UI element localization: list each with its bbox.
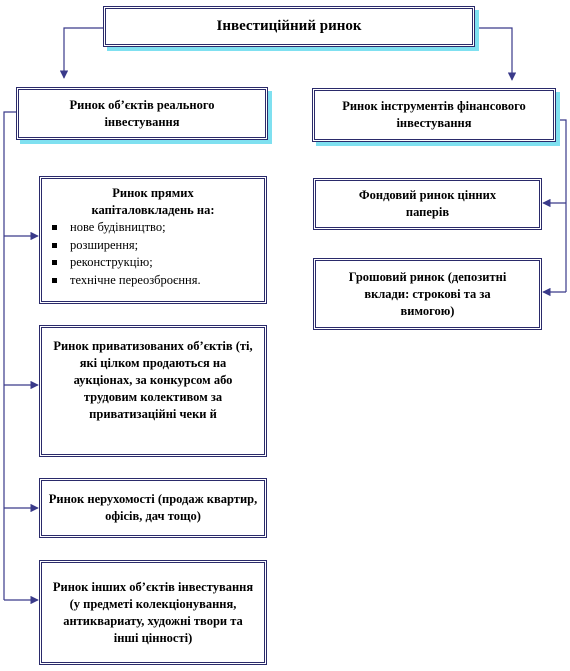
real-estate-label: Ринок нерухомості (продаж квартир, офісі…	[48, 492, 258, 523]
list-item: технічне переозброєння.	[48, 272, 258, 290]
other-objects-box: Ринок інших об’єктів інвестування (у пре…	[39, 560, 267, 665]
connector-title-financial	[475, 27, 517, 81]
money-market-label: Грошовий ринок (депозитні вклади: строко…	[348, 269, 507, 318]
direct-capital-box: Ринок прямих капіталовкладень на: нове б…	[39, 176, 267, 304]
connector-title-real	[59, 27, 106, 79]
list-item: реконструкцію;	[48, 254, 258, 272]
real-estate-box: Ринок нерухомості (продаж квартир, офісі…	[39, 478, 267, 538]
connector-financial-trunk	[556, 119, 567, 292]
bullet-icon	[52, 277, 57, 283]
bullet-icon	[52, 242, 57, 248]
title-label: Інвестиційний ринок	[216, 18, 362, 34]
financial-investment-box: Ринок інструментів фінансового інвестува…	[312, 88, 556, 142]
other-objects-label: Ринок інших об’єктів інвестування (у пре…	[52, 579, 254, 645]
connector-real-trunk	[3, 111, 16, 600]
money-market-box: Грошовий ринок (депозитні вклади: строко…	[313, 258, 542, 330]
direct-capital-list: нове будівництво; розширення; реконструк…	[48, 219, 258, 289]
direct-capital-title-1: Ринок прямих	[112, 186, 194, 200]
direct-capital-content: Ринок прямих капіталовкладень на: нове б…	[42, 179, 264, 301]
real-investment-box: Ринок об’єктів реального інвестування	[16, 87, 268, 140]
bullet-icon	[52, 260, 57, 265]
title-box: Інвестиційний ринок	[103, 6, 475, 47]
bullet-icon	[52, 225, 57, 230]
list-item: розширення;	[48, 237, 258, 255]
real-investment-label: Ринок об’єктів реального інвестування	[69, 97, 215, 129]
financial-investment-label: Ринок інструментів фінансового інвестува…	[342, 99, 526, 130]
direct-capital-title-2: капіталовкладень на:	[91, 203, 215, 217]
stock-market-box: Фондовий ринок цінних паперів	[313, 178, 542, 230]
stock-market-label: Фондовий ринок цінних паперів	[358, 188, 497, 219]
privatized-objects-box: Ринок приватизованих об’єктів (ті, які ц…	[39, 325, 267, 457]
privatized-objects-label: Ринок приватизованих об’єктів (ті, які ц…	[53, 339, 253, 421]
list-item: нове будівництво;	[48, 219, 258, 237]
